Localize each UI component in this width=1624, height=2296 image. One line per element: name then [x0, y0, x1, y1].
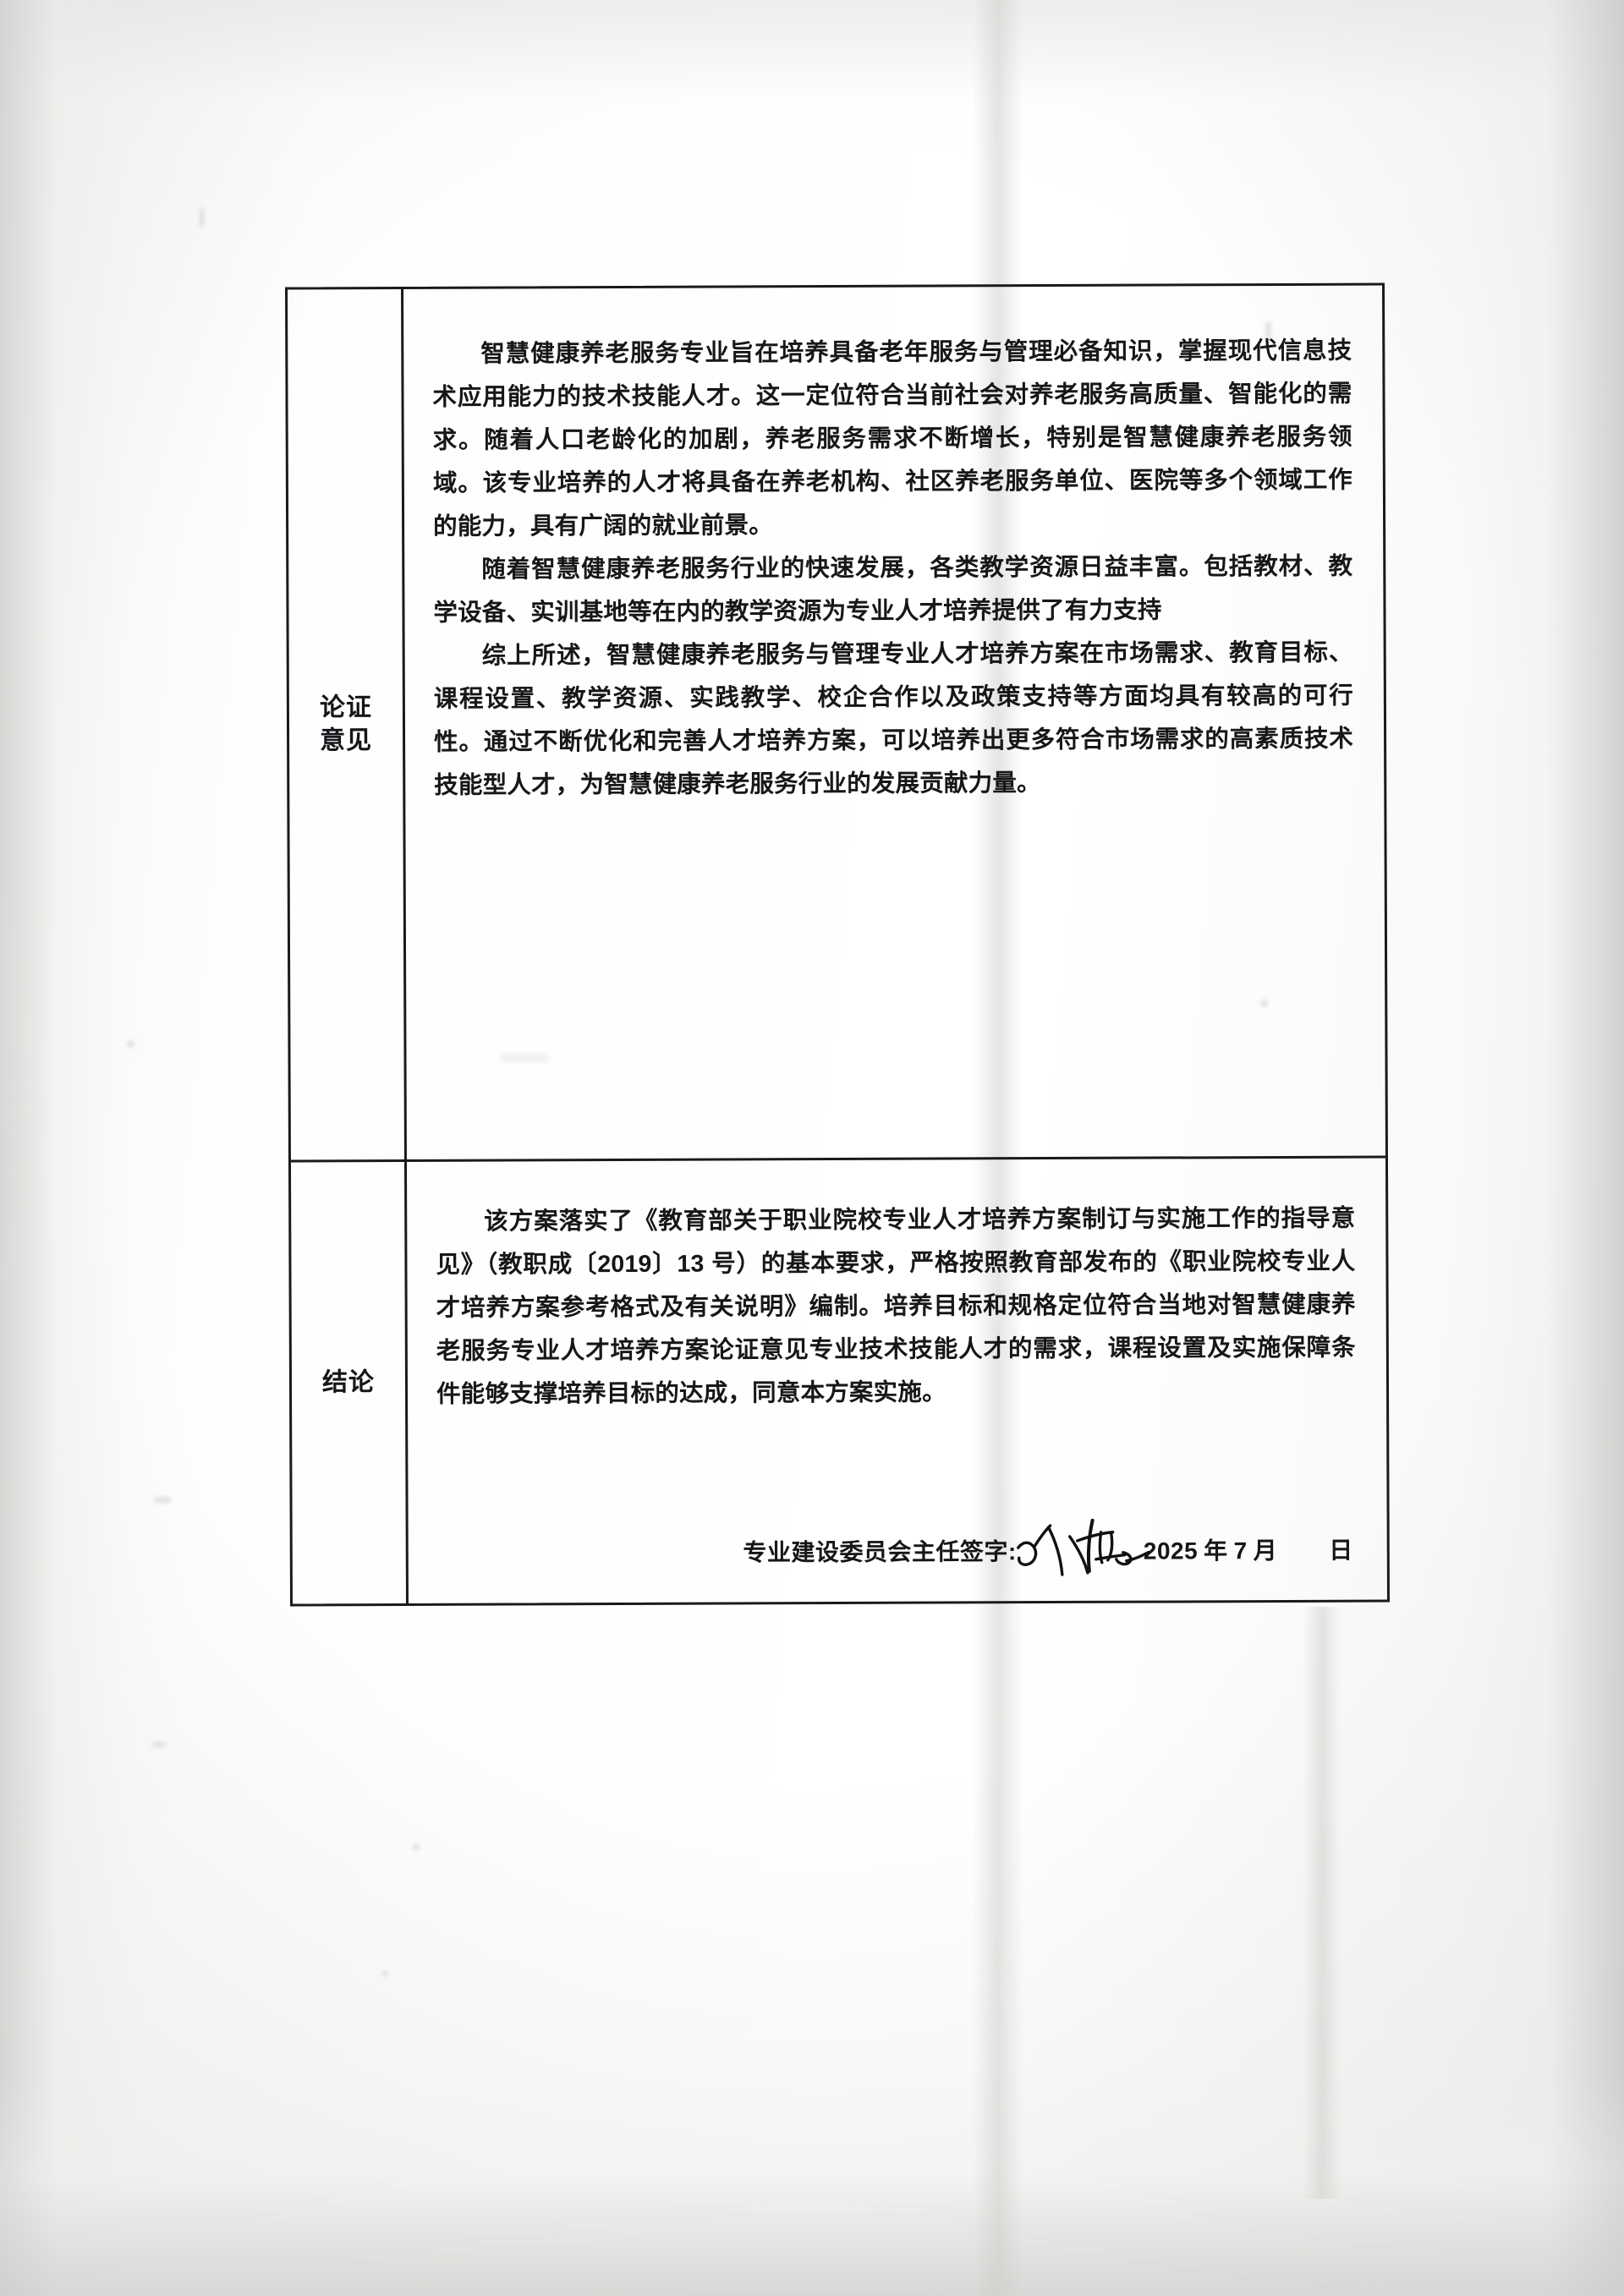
scan-speckle: [152, 1742, 166, 1747]
signature-line: 专业建设委员会主任签字:: [743, 1518, 1353, 1576]
row-label-cell-conclusion: 结论: [290, 1161, 409, 1604]
scan-speckle: [200, 208, 204, 227]
opinion-paragraph-3: 综上所述，智慧健康养老服务与管理专业人才培养方案在市场需求、教育目标、课程设置、…: [433, 638, 1354, 799]
handwritten-signature-icon: [1017, 1518, 1150, 1576]
scan-shadow-left: [0, 0, 127, 2296]
signature-year-unit: 年: [1204, 1537, 1228, 1564]
opinion-body: 智慧健康养老服务专业旨在培养具备老年服务与管理必备知识，掌握现代信息技术应用能力…: [403, 286, 1384, 808]
row-content-cell-conclusion: 该方案落实了《教育部关于职业院校专业人才培养方案制订与实施工作的指导意见》（教职…: [407, 1159, 1387, 1603]
signature-month-unit: 月: [1253, 1537, 1278, 1564]
signature-row: 专业建设委员会主任签字:: [409, 1518, 1387, 1603]
scan-shadow-top: [0, 0, 1624, 101]
paper-crease-vertical-2: [1303, 1607, 1341, 2199]
scan-shadow-right: [1463, 0, 1624, 2296]
opinion-paragraph-1: 智慧健康养老服务专业旨在培养具备老年服务与管理必备知识，掌握现代信息技术应用能力…: [432, 337, 1352, 540]
scan-speckle: [154, 1497, 171, 1503]
signature-month: 7: [1233, 1537, 1248, 1564]
opinion-conclusion-table: 论证 意见 智慧健康养老服务专业旨在培养具备老年服务与管理必备知识，掌握现代信息…: [285, 282, 1390, 1607]
signature-day-unit: 日: [1329, 1537, 1353, 1564]
scan-speckle: [413, 1844, 420, 1850]
row-label-opinion: 论证 意见: [319, 693, 373, 754]
scan-shadow-bottom: [0, 2076, 1624, 2296]
conclusion-paragraph-1: 该方案落实了《教育部关于职业院校专业人才培养方案制订与实施工作的指导意见》（教职…: [436, 1204, 1356, 1408]
opinion-paragraph-2: 随着智慧健康养老服务行业的快速发展，各类教学资源日益丰富。包括教材、教学设备、实…: [433, 552, 1353, 627]
row-label-conclusion: 结论: [321, 1367, 376, 1397]
signature-label: 专业建设委员会主任签字:: [743, 1538, 1017, 1566]
table-row: 结论 该方案落实了《教育部关于职业院校专业人才培养方案制订与实施工作的指导意见》…: [290, 1159, 1387, 1604]
scan-speckle: [382, 1970, 388, 1976]
table-row: 论证 意见 智慧健康养老服务专业旨在培养具备老年服务与管理必备知识，掌握现代信息…: [288, 285, 1385, 1163]
scan-speckle: [127, 1040, 134, 1048]
conclusion-body: 该方案落实了《教育部关于职业院校专业人才培养方案制订与实施工作的指导意见》（教职…: [407, 1159, 1386, 1417]
row-label-cell-opinion: 论证 意见: [288, 288, 407, 1160]
row-content-cell-opinion: 智慧健康养老服务专业旨在培养具备老年服务与管理必备知识，掌握现代信息技术应用能力…: [403, 286, 1385, 1159]
